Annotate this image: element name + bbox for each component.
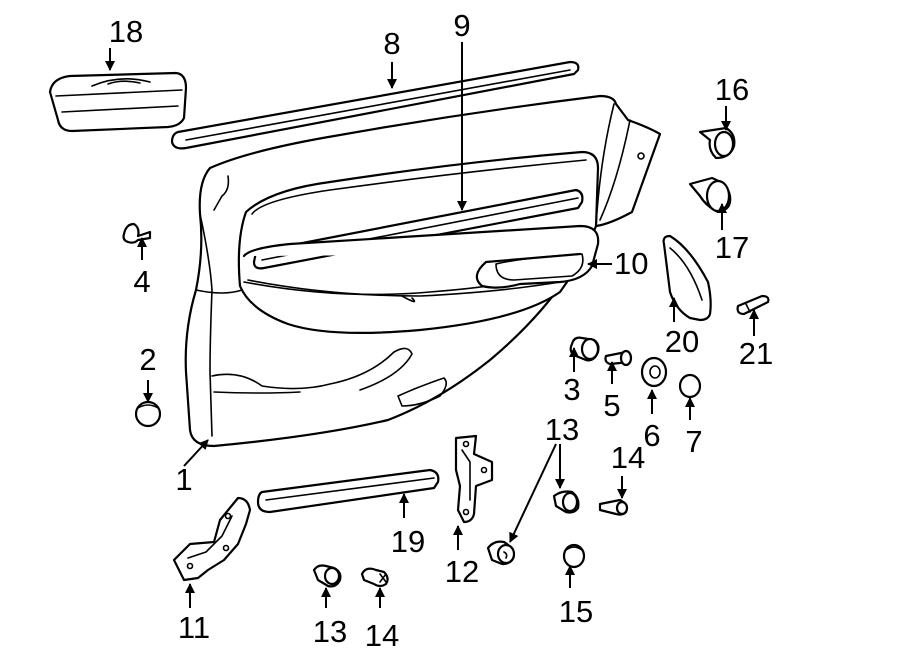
belt-molding-part <box>170 60 580 150</box>
callout-16: 16 <box>715 72 749 107</box>
callout-9: 9 <box>453 8 470 43</box>
clip-16-part <box>698 126 736 160</box>
callout-5: 5 <box>603 388 620 423</box>
armrest-part <box>242 224 600 297</box>
callout-21: 21 <box>739 336 773 371</box>
callout-11: 11 <box>178 610 210 645</box>
plug-2-part <box>134 400 162 428</box>
callout-17: 17 <box>715 230 749 265</box>
callout-labels: 18 8 9 10 16 17 4 2 1 20 21 3 5 6 7 13 1… <box>109 8 773 653</box>
lower-molding-part <box>256 468 440 514</box>
pin-14-upper-part <box>598 498 629 516</box>
callout-13-upper: 13 <box>545 412 579 447</box>
bracket-11-part <box>172 496 252 582</box>
clip-4-part <box>122 222 152 244</box>
callout-1: 1 <box>175 462 192 497</box>
clip-13-bottom-part <box>312 564 342 588</box>
callout-8: 8 <box>383 26 400 61</box>
bracket-12-part <box>454 434 494 524</box>
screw-5-part <box>604 349 633 367</box>
callout-3: 3 <box>563 372 580 407</box>
callout-12: 12 <box>445 554 479 589</box>
callout-10: 10 <box>614 246 648 281</box>
callout-6: 6 <box>643 418 660 453</box>
leader-lines <box>105 42 759 608</box>
callout-4: 4 <box>133 264 150 299</box>
callout-13-bottom: 13 <box>313 614 347 649</box>
callout-18: 18 <box>109 14 143 49</box>
clip-13-upper-part <box>552 490 580 514</box>
callout-2: 2 <box>139 342 156 377</box>
pin-14-bottom-part <box>360 567 389 588</box>
callout-20: 20 <box>665 324 699 359</box>
courtesy-lamp-lens-part <box>662 234 712 322</box>
callout-14-bottom: 14 <box>365 618 399 653</box>
callout-19: 19 <box>391 524 425 559</box>
washer-6-part <box>640 356 668 388</box>
callout-14-upper: 14 <box>611 440 645 475</box>
switch-bezel-part <box>48 71 188 133</box>
clip-13-lower-part <box>486 540 516 566</box>
plug-7-part <box>678 373 702 399</box>
callout-7: 7 <box>685 424 702 459</box>
plug-15-part <box>562 543 586 569</box>
callout-15: 15 <box>559 594 593 629</box>
clip-17-part <box>688 176 732 214</box>
